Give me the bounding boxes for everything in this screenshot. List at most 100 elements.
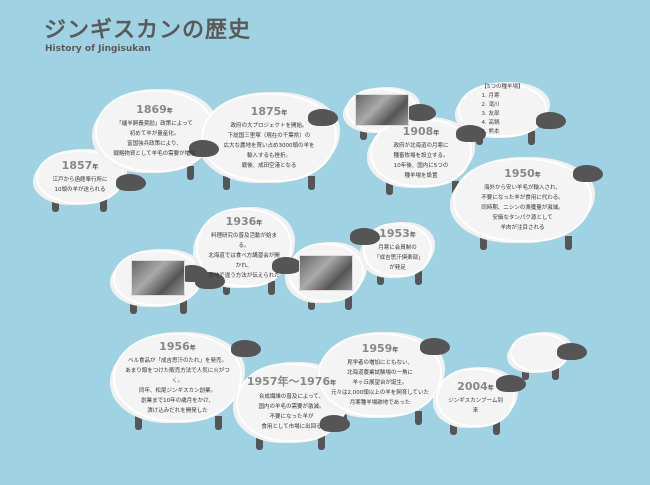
sheep-head-icon (350, 228, 380, 245)
event-year: 1950年 (504, 167, 541, 180)
year-suffix: 年 (433, 129, 440, 137)
sheep-leg (308, 296, 315, 310)
sheep-content: 1956年ベル食品が「成吉思汗のたれ」を発売。 あまり頭をつけた販売方法で人気に… (115, 335, 240, 420)
event-year: 1869年 (136, 103, 173, 116)
sheep-leg (135, 416, 142, 430)
farm-item: 5. 熊本 (481, 129, 500, 135)
event-description: 見学者の増加にともない、 北海道農業試験場の一角に 羊ヶ丘展望台が誕生。 元々は… (330, 360, 430, 406)
sheep-content: 1950年海外から安い羊毛が輸入され、 不要になった羊が食用に代わる。 同時期、… (455, 160, 590, 240)
sheep-blank (512, 335, 587, 380)
year-value: 1857 (61, 159, 93, 172)
sheep-content (512, 335, 567, 370)
year-suffix: 年 (534, 172, 541, 179)
historical-photo (354, 94, 409, 126)
sheep-event-1936: 1936年料理研究の普及活動が始まる。 北海道では食べ方講習会が開かれ、 各地で… (178, 210, 290, 295)
sheep-content: 1869年「緬羊飼養奨励」政策によって 初めて羊が量産化。 富国強兵政策により、… (97, 92, 212, 170)
year-value: 1956 (159, 339, 190, 353)
sheep-leg (377, 271, 384, 285)
year-suffix: 年 (166, 108, 173, 115)
sheep-photo3 (272, 245, 362, 310)
event-year: 1956年 (159, 340, 196, 353)
page-title: ジンギスカンの歴史 (44, 18, 252, 43)
sheep-body (115, 335, 240, 420)
sheep-head-icon (308, 109, 338, 126)
year-suffix: 年 (330, 380, 337, 387)
event-year: 1857年 (62, 159, 99, 172)
event-description: 政府の大プロジェクトを開始。 下総国三里塚（現在の千葉県）の 広大な農地を買い占… (223, 122, 315, 169)
sheep-content (290, 245, 362, 300)
sheep-event-2004: 2004年ジンギスカンブーム到来 (438, 370, 526, 435)
year-value: 1875 (250, 104, 282, 118)
sheep-leg (345, 296, 352, 310)
page-subtitle: History of Jingisukan (45, 44, 151, 54)
sheep-body (455, 160, 590, 240)
year-suffix: 年 (92, 164, 99, 171)
sheep-leg (415, 271, 422, 285)
sheep-body (97, 92, 212, 170)
event-description: 料理研究の普及活動が始まる。 北海道では食べ方講習会が開かれ、 各地で違う方法が… (208, 232, 280, 279)
sheep-head-icon (420, 338, 450, 355)
year-value: 1908 (402, 124, 434, 138)
historical-photo (299, 254, 353, 291)
sheep-body (38, 152, 122, 202)
sheep-leg (215, 416, 222, 430)
sheep-event-1857: 1857年江戸から函館奉行所に 10頭の羊が送られる (38, 152, 146, 212)
farm-item: 1. 月寒 (481, 93, 500, 99)
sheep-head-icon (231, 340, 261, 357)
sheep-content: 1957年～1976年合成繊維の普及によって、 国内の羊毛の需要が激減。 不要に… (238, 365, 345, 440)
sheep-event-1908: 1908年政府が北海道の月寒に 種畜牧場を設立する。 10年後、国内に5つの 種… (372, 120, 486, 195)
event-year: 1959年 (362, 342, 399, 355)
year-value: 1950 (504, 167, 535, 180)
event-year: 1875年 (251, 105, 288, 118)
sheep-event-1950: 1950年海外から安い羊毛が輸入され、 不要になった羊が食用に代わる。 同時期、… (455, 160, 603, 250)
event-year: 1953年 (379, 227, 416, 240)
event-description: ジンギスカンブーム到来 (448, 397, 503, 414)
sheep-leg (450, 421, 457, 435)
sheep-content: 1959年見学者の増加にともない、 北海道農業試験場の一角に 羊ヶ丘展望台が誕生… (320, 335, 440, 415)
sheep-content: 1953年月寒に会員制の 「成吉思汗倶楽部」が発足 (365, 225, 430, 275)
year-suffix: 年 (392, 347, 399, 354)
sheep-leg (130, 300, 137, 314)
event-description: 江戸から函館奉行所に 10頭の羊が送られる (52, 177, 108, 193)
sheep-leg (256, 436, 263, 450)
sheep-head-icon (557, 343, 587, 360)
sheep-head-icon (573, 165, 603, 182)
sheep-head-icon (536, 112, 566, 129)
sheep-photo2 (115, 252, 225, 314)
sheep-leg (528, 131, 535, 145)
sheep-leg (52, 198, 59, 212)
farm-item: 2. 滝川 (481, 102, 500, 108)
year-value: 1959 (361, 342, 393, 355)
sheep-head-icon (189, 140, 219, 157)
year-suffix: 年 (189, 344, 196, 352)
historical-photo (130, 260, 185, 296)
year-suffix: 年 (487, 384, 494, 392)
sheep-content (115, 252, 200, 304)
event-year: 1936年 (226, 215, 263, 228)
event-year: 1957年～1976年 (247, 373, 336, 389)
sheep-event-1956: 1956年ベル食品が「成吉思汗のたれ」を発売。 あまり頭をつけた販売方法で人気に… (115, 335, 261, 430)
sheep-content: 1875年政府の大プロジェクトを開始。 下総国三里塚（現在の千葉県）の 広大な農… (203, 95, 335, 180)
year-value: 1957年～1976 (246, 375, 331, 388)
sheep-leg (415, 411, 422, 425)
sheep-leg (223, 176, 230, 190)
farm-item: 4. 高鍋 (481, 120, 500, 126)
sheep-leg (386, 181, 393, 195)
event-description: 合成繊維の普及によって、 国内の羊毛の需要が激減。 不要になった羊が 食用として… (258, 394, 325, 430)
event-description: 月寒に会員制の 「成吉思汗倶楽部」が発足 (374, 245, 421, 271)
year-suffix: 年 (256, 219, 263, 227)
year-value: 1869 (136, 103, 167, 116)
sheep-leg (268, 281, 275, 295)
event-description: ベル食品が「成吉思汗のたれ」を発売。 あまり頭をつけた販売方法で人気に火がつく。… (125, 357, 230, 414)
sheep-head-icon (406, 104, 436, 121)
sheep-leg (360, 126, 367, 140)
sheep-leg (180, 300, 187, 314)
sheep-leg (552, 366, 559, 380)
sheep-leg (452, 181, 459, 195)
sheep-event-1957: 1957年～1976年合成繊維の普及によって、 国内の羊毛の需要が激減。 不要に… (238, 365, 350, 450)
event-description: 「緬羊飼養奨励」政策によって 初めて羊が量産化。 富国強兵政策により、 戦略物資… (113, 121, 196, 157)
sheep-head-icon (116, 174, 146, 191)
